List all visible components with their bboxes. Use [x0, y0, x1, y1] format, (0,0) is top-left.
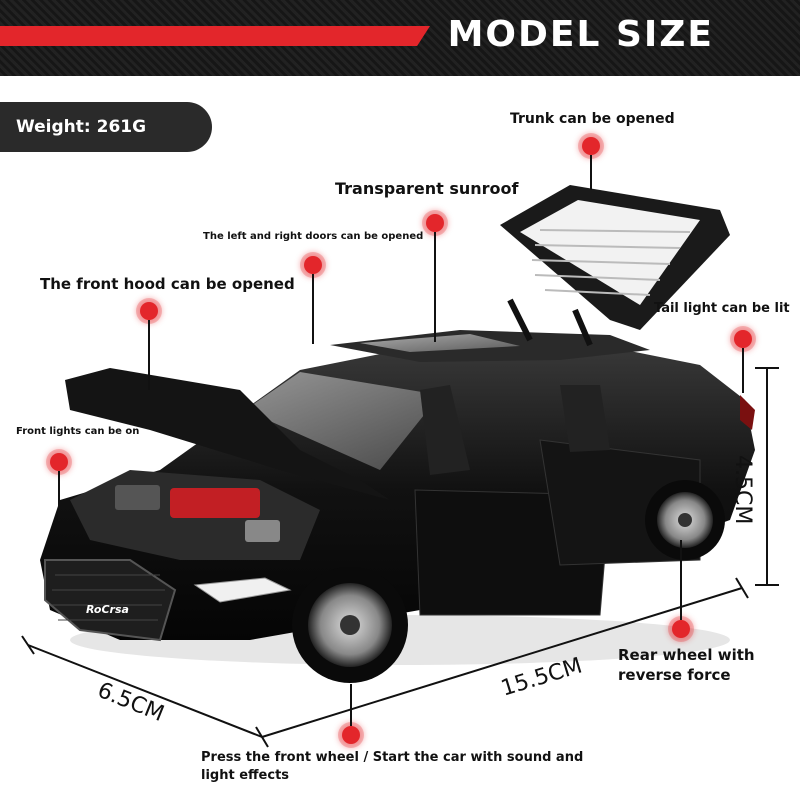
label-doors: The left and right doors can be opened — [203, 231, 424, 242]
line-sunroof — [434, 232, 436, 342]
title-banner: MODEL SIZE — [0, 0, 800, 76]
dot-trunk — [582, 137, 600, 155]
grille-mesh — [52, 574, 165, 621]
banner-red-stripe — [0, 26, 430, 46]
dot-front-lights — [50, 453, 68, 471]
engine-cover-red — [170, 488, 260, 518]
label-tail-light: Tail light can be lit — [654, 301, 790, 316]
line-doors — [312, 274, 314, 344]
windshield — [245, 372, 440, 470]
label-front-lights: Front lights can be on — [16, 426, 140, 437]
trunk-glass-lines — [531, 229, 691, 296]
line-tail-light — [742, 348, 744, 393]
dimension-height: 4.5CM — [730, 455, 755, 525]
line-hood — [148, 320, 150, 390]
dot-rear-wheel — [672, 620, 690, 638]
banner-title: MODEL SIZE — [447, 14, 714, 55]
dot-doors — [304, 256, 322, 274]
weight-badge: Weight: 261G — [0, 102, 212, 152]
label-hood: The front hood can be opened — [40, 275, 295, 293]
dot-sunroof — [426, 214, 444, 232]
sunroof-glass — [360, 334, 520, 352]
trunk-glass — [520, 200, 700, 305]
tail-light — [740, 395, 755, 430]
front-hood — [65, 368, 390, 500]
front-wheel — [292, 567, 408, 683]
line-front-wheel — [350, 684, 352, 726]
dot-front-wheel — [342, 726, 360, 744]
rear-wheel — [645, 480, 725, 560]
line-rear-wheel — [680, 540, 682, 620]
license-plate: RoCrsa — [86, 603, 129, 616]
dot-hood — [140, 302, 158, 320]
label-sunroof: Transparent sunroof — [335, 179, 519, 198]
dot-tail-light — [734, 330, 752, 348]
label-rear-wheel: Rear wheel with reverse force — [618, 646, 755, 684]
headlight — [193, 577, 292, 603]
label-front-wheel: Press the front wheel / Start the car wi… — [201, 750, 584, 783]
battery — [245, 520, 280, 542]
front-seat — [420, 385, 470, 475]
engine-block — [115, 485, 160, 510]
line-trunk — [590, 155, 592, 190]
line-front-lights — [58, 471, 60, 521]
label-trunk: Trunk can be opened — [510, 111, 675, 127]
dimension-lines — [21, 367, 779, 748]
trunk-struts — [507, 298, 593, 347]
rear-seat — [560, 385, 610, 452]
